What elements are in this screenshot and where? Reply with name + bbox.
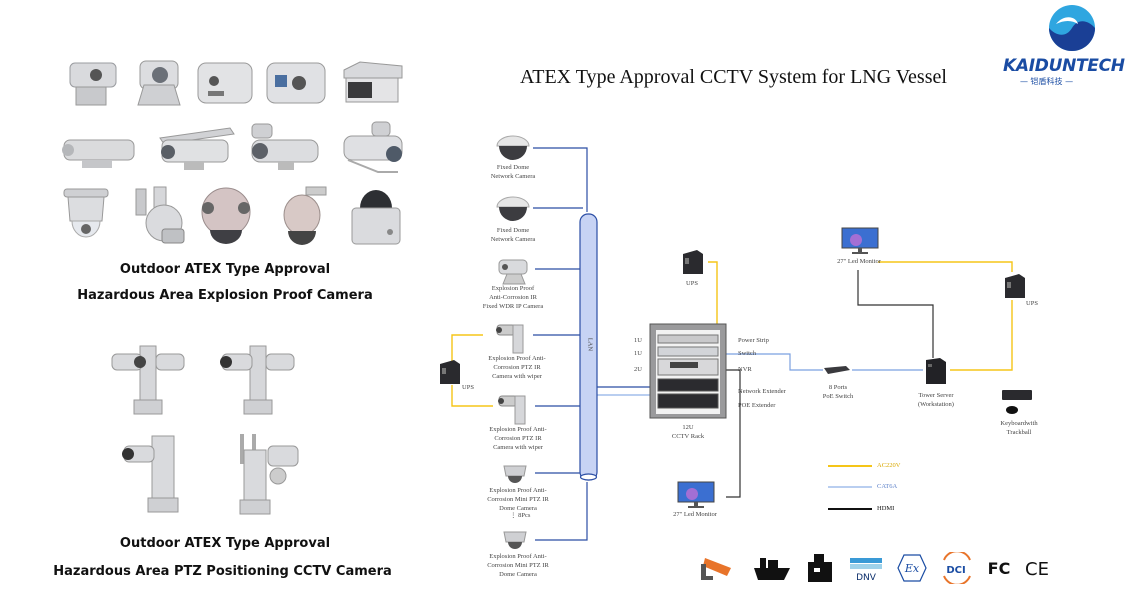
- legend-cat6a-label: CAT6A: [877, 483, 898, 490]
- switch-unit: [657, 346, 719, 357]
- ups-rack-icon: [683, 250, 703, 274]
- rack-label: 12U CCTV Rack: [671, 424, 705, 440]
- tower-server-icon: [926, 358, 946, 384]
- factory-certification-icon: [808, 554, 832, 582]
- pendant-dome-camera-image: [63, 188, 109, 238]
- ir-housing-camera-image: [343, 121, 403, 173]
- ups-right-label: UPS: [1026, 300, 1038, 307]
- nvr-label: NVR: [738, 366, 752, 373]
- brand-subtitle: — 铠盾科技 —: [1020, 77, 1074, 86]
- speed-dome-camera-image: [283, 186, 327, 245]
- thermal-housing-camera-image: [266, 62, 326, 104]
- cat6a-switch-to-poe: [722, 353, 823, 371]
- svg-text:DNV: DNV: [856, 573, 877, 583]
- dual-ptz-camera-a-image: [111, 345, 185, 415]
- svg-text:DCI: DCI: [946, 565, 965, 576]
- svg-text:CE: CE: [1025, 559, 1049, 580]
- legend-ac220v-label: AC220V: [877, 462, 901, 469]
- keyboard-trackball-icon: [1002, 390, 1032, 414]
- tube-bullet-camera-image: [62, 139, 135, 168]
- camera-7-label: Explosion Proof Anti- Corrosion Mini PTZ…: [487, 553, 549, 578]
- diagram-title: ATEX Type Approval CCTV System for LNG V…: [520, 66, 947, 88]
- poe-switch-icon: [824, 366, 850, 374]
- svg-text:FC: FC: [988, 559, 1011, 578]
- ups-right-icon: [1005, 274, 1025, 298]
- dual-ptz-camera-b-image: [220, 345, 295, 415]
- led-monitor-top-icon: [841, 227, 879, 254]
- monitor-top-label: 27" Led Monitor: [837, 258, 881, 265]
- explosion-proof-caption-line2: Hazardous Area Explosion Proof Camera: [77, 288, 373, 303]
- ce-certification-icon: CE: [1025, 559, 1049, 580]
- ptz-housing-camera-image: [343, 61, 403, 103]
- cctv-certification-icon: [701, 558, 731, 580]
- rack-unit-1-label: 1U: [634, 337, 642, 344]
- sunshield-bullet-camera-image: [159, 127, 235, 170]
- ups-left-icon: [440, 360, 460, 384]
- ptz-caption-line1: Outdoor ATEX Type Approval: [119, 536, 331, 551]
- wire-camera-7: [535, 482, 588, 541]
- explosion-proof-caption-line1: Outdoor ATEX Type Approval: [119, 262, 331, 277]
- camera-6-label: Explosion Proof Anti- Corrosion Mini PTZ…: [487, 487, 549, 512]
- camera-5-label: Explosion Proof Anti- Corrosion PTZ IR C…: [489, 426, 547, 451]
- switch-label: Switch: [738, 350, 757, 357]
- hdmi-monitor-to-server: [857, 270, 934, 358]
- hdmi-nvr-to-monitor: [722, 369, 741, 498]
- fixed-dome-camera-1-icon: [496, 135, 530, 160]
- poe-extender-label: POE Extender: [738, 402, 776, 409]
- ptz-wiper-camera-2-icon: [498, 395, 526, 425]
- bullet-housing-camera-image: [69, 62, 117, 106]
- power-strip-unit: [657, 334, 719, 344]
- poe-extender-unit: [657, 393, 719, 409]
- ir-bullet-camera-image: [251, 123, 319, 170]
- monitor-bottom-label: 27" Led Monitor: [673, 511, 717, 518]
- ptz-wiper-camera-1-icon: [496, 324, 524, 354]
- lan-label: LAN: [586, 337, 594, 352]
- poe-switch-label: 8 Ports PoE Switch: [822, 384, 854, 400]
- fixed-dome-camera-2-icon: [496, 196, 530, 221]
- power-ups-left-to-camera-5: [451, 385, 493, 407]
- led-monitor-bottom-icon: [677, 481, 715, 508]
- power-strip-label: Power Strip: [738, 337, 769, 344]
- camera-2-label: Fixed Dome Network Camera: [490, 227, 536, 243]
- wall-ptz-dome-camera-image: [135, 186, 185, 244]
- power-ups-to-server: [950, 300, 1013, 371]
- brand-name: KAIDUNTECH: [1003, 56, 1125, 76]
- tower-server-label: Tower Server (Workstation): [918, 392, 954, 408]
- mini-housing-camera-image: [137, 60, 181, 106]
- ptz-caption-line2: Hazardous Area PTZ Positioning CCTV Came…: [53, 564, 392, 579]
- dci-certification-icon: DCI: [943, 552, 971, 584]
- ptz-camera-with-wiper-image: [239, 434, 299, 515]
- camera-1-label: Fixed Dome Network Camera: [490, 164, 536, 180]
- power-monitor-to-ups: [878, 261, 1013, 272]
- ex-certification-icon: Ex: [897, 554, 927, 582]
- fcc-certification-icon: FC: [988, 559, 1011, 578]
- network-extender-unit: [657, 378, 719, 392]
- dnv-certification-icon: DNV: [850, 558, 882, 583]
- pink-ptz-dome-camera-image: [201, 187, 251, 244]
- mini-ptz-dome-camera-2-icon: [503, 531, 527, 549]
- box-housing-camera-image: [197, 62, 253, 104]
- keyboard-label: Keyboardwith Trackball: [1000, 420, 1038, 436]
- single-ptz-camera-image: [122, 435, 179, 513]
- ups-left-label: UPS: [462, 384, 474, 391]
- camera-3-label: Explosion Proof Anti-Corrosion IR Fixed …: [482, 285, 544, 310]
- power-ups-left-to-camera-4: [451, 334, 483, 362]
- mini-ptz-dome-camera-1-icon: [503, 465, 527, 483]
- lan-bus: [579, 213, 598, 481]
- legend-hdmi-label: HDMI: [877, 505, 895, 512]
- ship-certification-icon: [754, 558, 790, 580]
- rack-unit-2-label: 1U: [634, 350, 642, 357]
- wire-camera-1: [533, 147, 588, 212]
- cctv-rack-icon: [649, 323, 727, 419]
- camera-count-note: ⋮ 8Pcs: [510, 512, 531, 519]
- svg-text:Ex: Ex: [904, 562, 920, 575]
- camera-4-label: Explosion Proof Anti- Corrosion PTZ IR C…: [488, 355, 546, 380]
- kaiduntech-logo-icon: [1049, 5, 1095, 51]
- square-dome-camera-image: [351, 190, 401, 245]
- network-extender-label: Network Extender: [738, 388, 786, 395]
- ups-rack-label: UPS: [686, 280, 698, 287]
- fixed-wdr-camera-icon: [498, 259, 528, 285]
- rack-unit-3-label: 2U: [634, 366, 642, 373]
